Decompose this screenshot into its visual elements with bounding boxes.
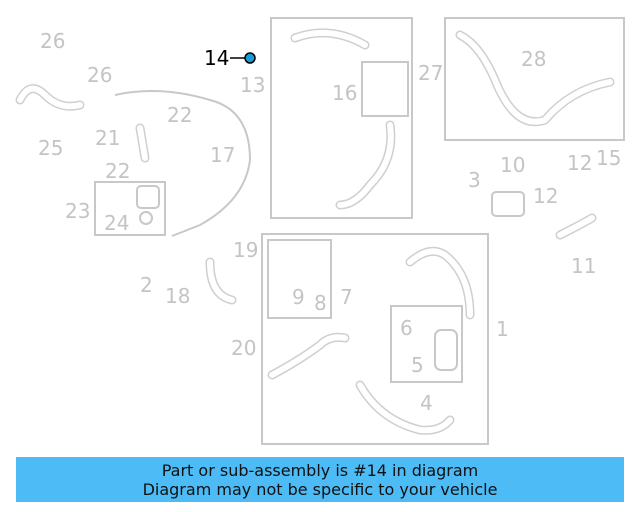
label-4[interactable]: 4: [420, 391, 433, 415]
label-13[interactable]: 13: [240, 73, 265, 97]
label-3[interactable]: 3: [468, 168, 481, 192]
box-16: [361, 61, 409, 117]
label-5[interactable]: 5: [411, 353, 424, 377]
label-22a[interactable]: 22: [167, 103, 192, 127]
part-labels: 26 26 25 21 22 22 23 24 2 14 13 16 17 27…: [38, 29, 621, 415]
label-7[interactable]: 7: [340, 285, 353, 309]
label-15[interactable]: 15: [596, 146, 621, 170]
label-9[interactable]: 9: [292, 285, 305, 309]
label-12b[interactable]: 12: [533, 184, 558, 208]
label-12a[interactable]: 12: [567, 151, 592, 175]
label-14[interactable]: 14: [204, 46, 229, 70]
label-25[interactable]: 25: [38, 136, 63, 160]
label-11[interactable]: 11: [571, 254, 596, 278]
label-8[interactable]: 8: [314, 291, 327, 315]
label-23[interactable]: 23: [65, 199, 90, 223]
box-4: [390, 305, 463, 383]
label-1[interactable]: 1: [496, 317, 509, 341]
label-18[interactable]: 18: [165, 284, 190, 308]
box-7: [267, 239, 332, 319]
label-16[interactable]: 16: [332, 81, 357, 105]
label-27[interactable]: 27: [418, 61, 443, 85]
banner-line-1: Part or sub-assembly is #14 in diagram: [161, 461, 479, 480]
label-28[interactable]: 28: [521, 47, 546, 71]
label-21[interactable]: 21: [95, 126, 120, 150]
box-1: [261, 233, 489, 445]
banner-line-2: Diagram may not be specific to your vehi…: [142, 480, 498, 499]
box-13: [270, 17, 413, 219]
label-6[interactable]: 6: [400, 316, 413, 340]
label-17[interactable]: 17: [210, 143, 235, 167]
label-26b[interactable]: 26: [87, 63, 112, 87]
label-26a[interactable]: 26: [40, 29, 65, 53]
label-24[interactable]: 24: [104, 211, 129, 235]
label-10[interactable]: 10: [500, 153, 525, 177]
label-2[interactable]: 2: [140, 273, 153, 297]
label-20[interactable]: 20: [231, 336, 256, 360]
clamp-14-icon[interactable]: [244, 52, 256, 64]
box-23: [94, 181, 166, 236]
label-19[interactable]: 19: [233, 238, 258, 262]
label-22b[interactable]: 22: [105, 159, 130, 183]
box-27: [444, 17, 625, 141]
hose-parts: [15, 28, 615, 435]
info-banner: Part or sub-assembly is #14 in diagram D…: [16, 457, 624, 502]
